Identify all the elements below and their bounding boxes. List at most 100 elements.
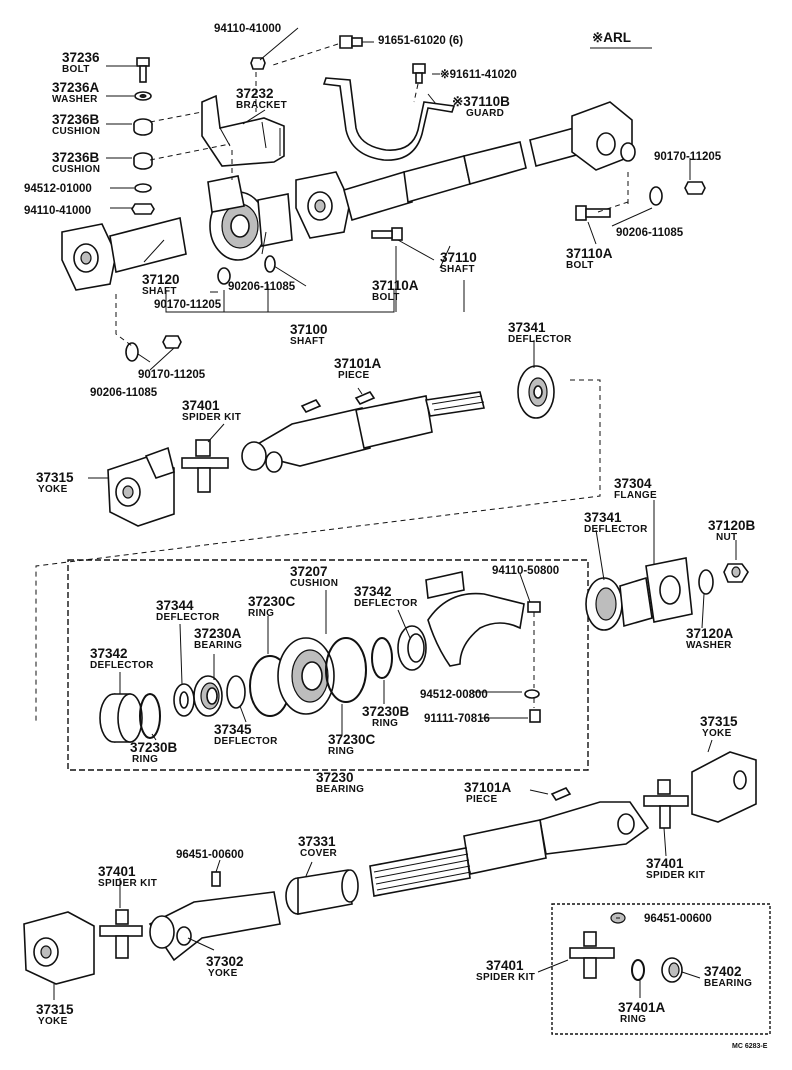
- label-37331-number: 37331: [298, 834, 336, 849]
- label-37315-left-name: YOKE: [38, 1016, 68, 1027]
- label-37110A-right-number: 37110A: [566, 246, 613, 261]
- label-37315-upper-name: YOKE: [38, 484, 68, 495]
- nut-90170-11205-right-drawing: [684, 181, 706, 195]
- bolt-37236-drawing: [136, 57, 150, 83]
- spider-kit-37401-right-drawing: [643, 779, 689, 829]
- label-37342-upper-name: DEFLECTOR: [354, 598, 418, 609]
- bolt-91111-70816-drawing: [529, 709, 541, 723]
- nut-37120B-drawing: [723, 563, 749, 583]
- label-91651-61020: 91651-61020 (6): [378, 35, 463, 47]
- label-37331-name: COVER: [300, 848, 338, 859]
- label-37341-upper-name: DEFLECTOR: [508, 334, 572, 345]
- label-37401-detail-number: 37401: [486, 958, 524, 973]
- label-94512-01000: 94512-01000: [24, 183, 92, 195]
- center-bearing-parts-drawing: [99, 571, 541, 743]
- label-91611-41020: ※91611-41020: [440, 68, 517, 81]
- bolt-37110A-mid-drawing: [371, 227, 403, 241]
- label-37236A-number: 37236A: [52, 80, 100, 95]
- label-37230-name: BEARING: [316, 784, 364, 795]
- label-37236-name: BOLT: [62, 64, 90, 75]
- label-37236A-name: WASHER: [52, 94, 98, 105]
- label-37110A-mid-name: BOLT: [372, 292, 400, 303]
- label-37100-name: SHAFT: [290, 336, 325, 347]
- spider-kit-37401-left-drawing: [99, 909, 143, 959]
- piece-37101A-lower-drawing: [550, 787, 572, 801]
- label-37341-lower-number: 37341: [584, 510, 622, 525]
- deflector-37342-right-drawing: [397, 625, 427, 671]
- ring-37230B-right-drawing: [371, 637, 393, 679]
- label-37232-name: BRACKET: [236, 100, 287, 111]
- label-37110A-mid-number: 37110A: [372, 278, 419, 293]
- label-37236B-upper-number: 37236B: [52, 112, 100, 127]
- label-37302-name: YOKE: [208, 968, 238, 979]
- label-37401-left-name: SPIDER KIT: [98, 878, 157, 889]
- washer-94512-00800-drawing: [524, 689, 540, 699]
- piece-37101A-upper-drawing: [300, 399, 322, 413]
- label-37344-name: DEFLECTOR: [156, 612, 220, 623]
- label-37302-number: 37302: [206, 954, 244, 969]
- spider-kit-detail-drawing: [569, 912, 683, 983]
- label-94110-41000-left: 94110-41000: [24, 205, 91, 217]
- label-90206-11085-right: 90206-11085: [616, 227, 684, 239]
- cover-37331-drawing: [285, 869, 359, 915]
- label-37401A-name: RING: [620, 1014, 646, 1025]
- bracket-37232-drawing: [201, 94, 285, 167]
- label-90206-11085-mid: 90206-11085: [228, 281, 296, 293]
- ring-37230C-right-drawing: [325, 637, 367, 703]
- nut-90170-11205-mid-drawing: [217, 267, 231, 285]
- nut-90206-11085-lower-drawing: [125, 342, 139, 362]
- middle-shaft-drawing: [107, 365, 555, 527]
- label-94512-00800: 94512-00800: [420, 689, 488, 701]
- label-37230C-upper-number: 37230C: [248, 594, 296, 609]
- label-37401A-number: 37401A: [618, 1000, 666, 1015]
- label-37236-number: 37236: [62, 50, 100, 65]
- label-90170-11205-lower: 90170-11205: [138, 369, 206, 381]
- variant-label: ※ARL: [592, 30, 631, 45]
- label-37120A-name: WASHER: [686, 640, 732, 651]
- label-37345-name: DEFLECTOR: [214, 736, 278, 747]
- label-37342-upper-number: 37342: [354, 584, 392, 599]
- label-37232-number: 37232: [236, 86, 274, 101]
- washer-94512-01000-drawing: [134, 183, 152, 193]
- label-90170-11205-right: 90170-11205: [654, 151, 722, 163]
- label-37401-upper-name: SPIDER KIT: [182, 412, 241, 423]
- deflector-37342-left-drawing: [99, 693, 143, 743]
- yoke-37315-upper-drawing: [107, 446, 175, 527]
- label-37101A-upper-number: 37101A: [334, 356, 382, 371]
- washer-37120A-drawing: [698, 569, 714, 595]
- lower-shaft-drawing: [23, 751, 757, 985]
- label-37401-right-number: 37401: [646, 856, 684, 871]
- label-37344-number: 37344: [156, 598, 194, 613]
- label-37230C-lower-number: 37230C: [328, 732, 376, 747]
- label-96451-00600-main: 96451-00600: [176, 849, 244, 861]
- bolt-91611-41020-drawing: [412, 63, 426, 84]
- label-37101A-upper-name: PIECE: [338, 370, 370, 381]
- label-37120B-name: NUT: [716, 532, 737, 543]
- label-37236B-lower-number: 37236B: [52, 150, 100, 165]
- label-37101A-lower-name: PIECE: [466, 794, 498, 805]
- top-hardware-parts: [131, 35, 706, 221]
- bearing-37230A-drawing: [193, 675, 223, 717]
- nut-90206-11085-mid-drawing: [264, 255, 276, 273]
- center-bearing-group-box: [67, 559, 589, 771]
- label-94110-50800: 94110-50800: [492, 565, 559, 577]
- nut-94110-41000-top-drawing: [250, 57, 266, 70]
- label-37401-upper-number: 37401: [182, 398, 220, 413]
- label-37230C-upper-name: RING: [248, 608, 274, 619]
- label-90206-11085-lower: 90206-11085: [90, 387, 158, 399]
- nut-94110-41000-left-drawing: [131, 203, 155, 215]
- label-37120-number: 37120: [142, 272, 180, 287]
- label-37207-name: CUSHION: [290, 578, 338, 589]
- cushion-37236B-upper-drawing: [133, 118, 153, 136]
- label-37402-number: 37402: [704, 964, 742, 979]
- label-37110B-name: GUARD: [466, 108, 504, 119]
- label-37315-right-number: 37315: [700, 714, 738, 729]
- label-37230A-number: 37230A: [194, 626, 242, 641]
- label-37230C-lower-name: RING: [328, 746, 354, 757]
- label-37345-number: 37345: [214, 722, 252, 737]
- label-94110-41000-top: 94110-41000: [214, 23, 281, 35]
- label-37304-name: FLANGE: [614, 490, 657, 501]
- label-37100-number: 37100: [290, 322, 328, 337]
- bearing-bracket-drawing: [427, 592, 525, 667]
- label-37230B-right-number: 37230B: [362, 704, 410, 719]
